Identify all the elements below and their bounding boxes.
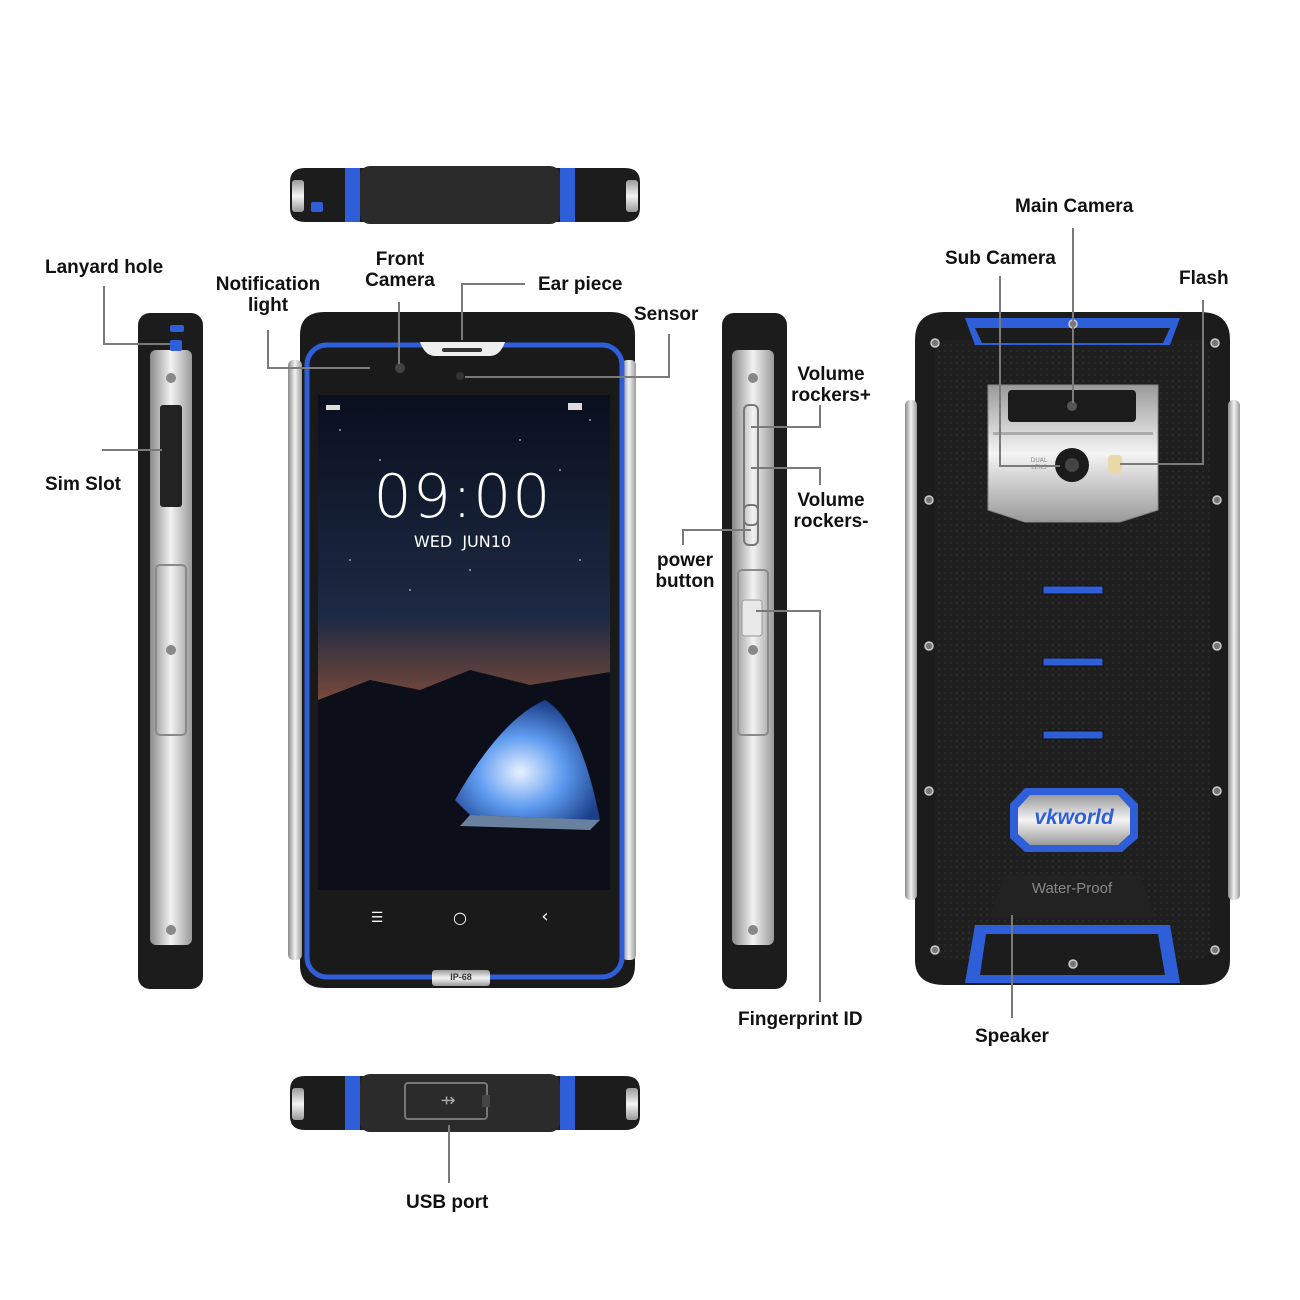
top-edge-view: [290, 166, 640, 224]
label-sim-slot: Sim Slot: [45, 474, 122, 495]
label-main-camera: Main Camera: [1015, 196, 1134, 217]
label-notification-light: Notification light: [215, 274, 321, 316]
nav-home-icon[interactable]: ○: [453, 908, 467, 927]
clock-date: WED JUN10: [413, 532, 512, 551]
label-volume-plus: Volume rockers+: [791, 364, 871, 406]
clock-time: 09:00: [373, 462, 552, 532]
usb-icon: ⇸: [440, 1090, 456, 1111]
front-view: [288, 312, 636, 988]
water-proof-text: Water-Proof: [1031, 880, 1113, 897]
left-side-view: [138, 313, 203, 989]
lens-text: DUAL LENS: [1030, 457, 1048, 471]
back-view: [905, 312, 1240, 985]
label-power-button: power button: [655, 550, 715, 592]
brand-logo: vkworld: [1034, 806, 1114, 829]
label-front-camera: Front Camera: [365, 249, 435, 291]
label-lanyard-hole: Lanyard hole: [45, 257, 164, 278]
label-ear-piece: Ear piece: [538, 274, 623, 295]
label-sub-camera: Sub Camera: [945, 248, 1056, 269]
rating-badge: IP-68: [450, 972, 472, 982]
nav-menu-icon[interactable]: ☰: [370, 910, 384, 926]
nav-back-icon[interactable]: ‹: [541, 906, 549, 927]
callout-lines: [102, 228, 1204, 1183]
label-speaker: Speaker: [975, 1026, 1049, 1047]
label-usb-port: USB port: [406, 1192, 489, 1213]
right-side-view: [722, 313, 787, 989]
label-flash: Flash: [1179, 268, 1229, 289]
label-fingerprint-id: Fingerprint ID: [738, 1009, 863, 1030]
label-volume-minus: Volume rockers-: [793, 490, 869, 532]
bottom-edge-view: [290, 1074, 640, 1132]
label-sensor: Sensor: [634, 304, 699, 325]
